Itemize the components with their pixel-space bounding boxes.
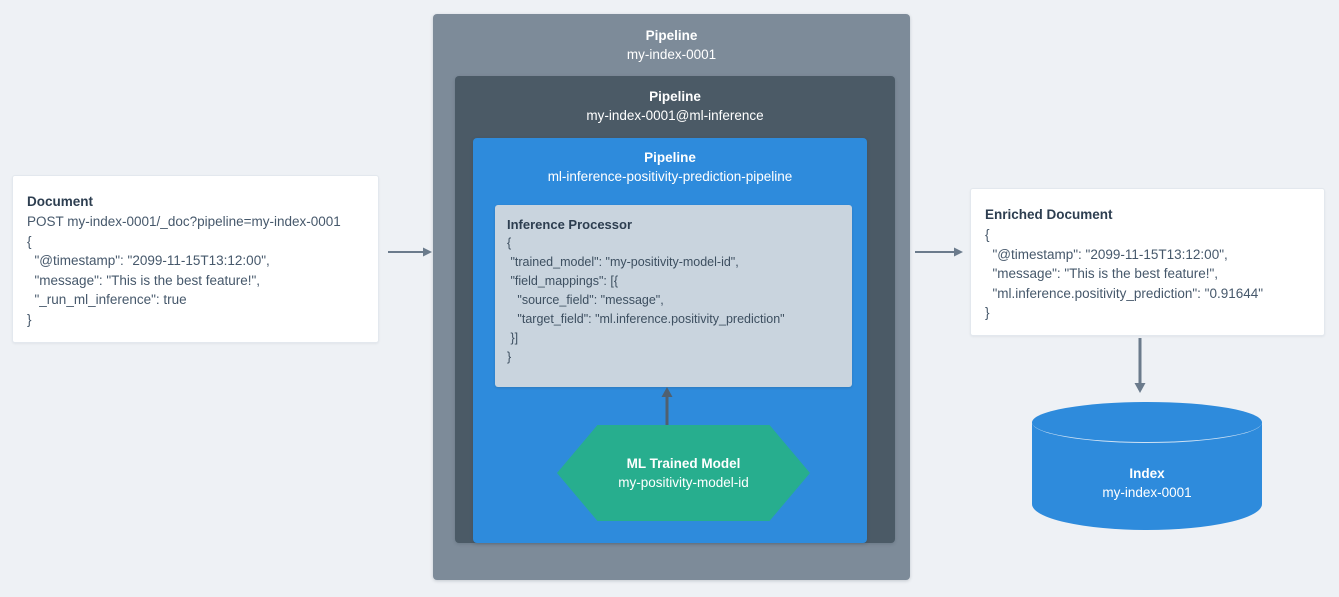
input-document-line-0: POST my-index-0001/_doc?pipeline=my-inde… xyxy=(27,214,341,229)
index-cylinder: Index my-index-0001 xyxy=(1032,402,1262,530)
arrow-pipeline-to-enriched-document-icon xyxy=(915,245,963,263)
index-kind: Index xyxy=(1129,466,1165,481)
ml-trained-model-name: my-positivity-model-id xyxy=(618,475,749,490)
input-document-line-1: { xyxy=(27,233,32,249)
enriched-document-line-1: "@timestamp": "2099-11-15T13:12:00", xyxy=(985,246,1228,262)
pipeline-middle-header: Pipeline my-index-0001@ml-inference xyxy=(455,88,895,125)
input-document-title: Document xyxy=(27,194,94,209)
inference-processor-line-2: "field_mappings": [{ xyxy=(507,274,619,288)
enriched-document-line-0: { xyxy=(985,227,990,242)
arrow-document-to-index-icon xyxy=(1133,338,1147,398)
pipeline-middle-name: my-index-0001@ml-inference xyxy=(586,108,764,123)
enriched-document-title: Enriched Document xyxy=(985,207,1113,222)
enriched-document-line-2: "message": "This is the best feature!", xyxy=(985,266,1219,281)
enriched-document-line-3: "ml.inference.positivity_prediction": "0… xyxy=(985,285,1264,301)
pipeline-outer-header: Pipeline my-index-0001 xyxy=(433,27,910,64)
pipeline-middle-kind: Pipeline xyxy=(649,89,701,104)
inference-processor-line-4: "target_field": "ml.inference.positivity… xyxy=(507,312,785,326)
inference-processor-title: Inference Processor xyxy=(507,217,633,232)
pipeline-inner-kind: Pipeline xyxy=(644,150,696,165)
inference-processor-line-5: }] xyxy=(507,331,519,345)
enriched-document-line-4: } xyxy=(985,305,990,320)
input-document-line-5: } xyxy=(27,311,32,327)
inference-processor-line-0: { xyxy=(507,236,512,250)
input-document-card: Document POST my-index-0001/_doc?pipelin… xyxy=(12,175,379,343)
inference-processor-line-6: } xyxy=(507,350,512,364)
index-name: my-index-0001 xyxy=(1102,485,1192,500)
arrow-document-to-pipeline-icon xyxy=(388,245,432,263)
inference-processor-panel: Inference Processor { "trained_model": "… xyxy=(495,205,852,387)
ml-trained-model-node: ML Trained Model my-positivity-model-id xyxy=(557,425,810,521)
inference-processor-line-1: "trained_model": "my-positivity-model-id… xyxy=(507,255,739,269)
ml-trained-model-kind: ML Trained Model xyxy=(626,456,741,471)
pipeline-outer-kind: Pipeline xyxy=(645,28,698,43)
pipeline-inner-name: ml-inference-positivity-prediction-pipel… xyxy=(547,169,793,184)
input-document-line-3: "message": "This is the best feature!", xyxy=(27,272,261,288)
pipeline-inner-header: Pipeline ml-inference-positivity-predict… xyxy=(473,149,867,186)
inference-processor-line-3: "source_field": "message", xyxy=(507,293,664,307)
input-document-line-2: "@timestamp": "2099-11-15T13:12:00", xyxy=(27,253,270,268)
arrow-model-to-processor-icon xyxy=(660,387,674,432)
index-label: Index my-index-0001 xyxy=(1032,464,1262,502)
enriched-document-card: Enriched Document { "@timestamp": "2099-… xyxy=(970,188,1325,336)
index-cylinder-top xyxy=(1032,402,1262,443)
input-document-line-4: "_run_ml_inference": true xyxy=(27,292,187,307)
pipeline-outer-name: my-index-0001 xyxy=(626,47,717,62)
